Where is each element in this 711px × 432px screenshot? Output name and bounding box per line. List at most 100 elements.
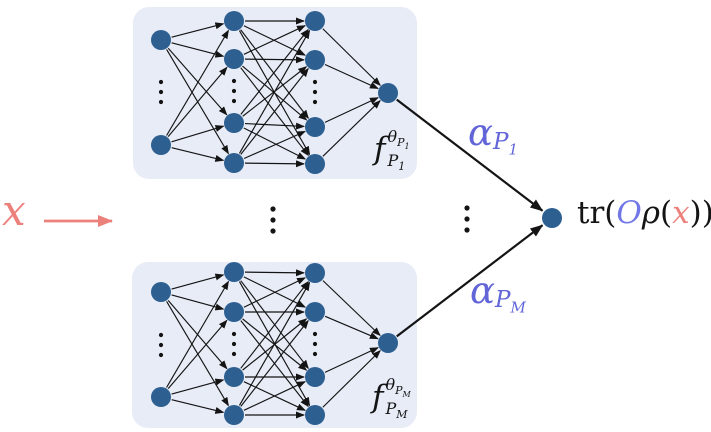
neuron-node	[151, 30, 171, 50]
edge-line	[167, 66, 228, 137]
edge-line	[171, 125, 225, 143]
ellipsis-dot	[158, 332, 164, 338]
edge-line	[171, 147, 225, 162]
rho-symbol: ρ	[641, 195, 661, 231]
alpha-pm-symbol: α	[470, 269, 495, 312]
ellipsis-dot	[312, 331, 318, 337]
ellipsis-dot	[464, 227, 470, 233]
neuron-node	[224, 49, 244, 69]
neuron-node	[224, 11, 244, 31]
ellipsis-dot	[270, 206, 276, 212]
neuron-node	[151, 282, 171, 302]
neuron-node	[305, 405, 325, 425]
edge-line	[243, 25, 306, 55]
edge-line	[322, 99, 381, 157]
edge-line	[171, 273, 225, 290]
neuron-node	[305, 367, 325, 387]
f-p1-base: f	[374, 131, 386, 168]
edge-line	[240, 28, 309, 115]
neuron-node	[151, 387, 171, 407]
edge-line	[322, 28, 381, 86]
f-p1-superscript: θP1	[387, 127, 410, 152]
edge-line	[243, 277, 306, 308]
input-x-symbol: x	[2, 186, 26, 235]
ellipsis-dot	[231, 88, 237, 94]
edge-line	[166, 29, 229, 136]
input-x-label: x	[2, 190, 26, 232]
ellipsis-dot	[158, 89, 164, 95]
ellipsis-dot	[158, 342, 164, 348]
alpha-pm-label: αPM	[470, 272, 526, 316]
ellipsis-dot	[464, 216, 470, 222]
neuron-node	[305, 154, 325, 174]
edge-line	[244, 122, 306, 130]
edge-line	[166, 280, 229, 388]
ellipsis-dot	[270, 217, 276, 223]
edge-line	[240, 319, 309, 407]
ellipsis-dot	[231, 341, 237, 347]
edge-line	[171, 399, 225, 414]
branch-output-node	[378, 83, 398, 103]
neuron-node	[305, 302, 325, 322]
edge-line	[240, 280, 309, 369]
alpha-p1-subscript: P1	[493, 129, 519, 159]
edge-line	[243, 381, 306, 411]
neuron-node	[224, 262, 244, 282]
edge-line	[324, 315, 379, 340]
neuron-node	[224, 405, 244, 425]
ellipsis-dot	[158, 99, 164, 105]
neuron-node	[224, 302, 244, 322]
neuron-node	[305, 50, 325, 70]
neuron-node	[224, 367, 244, 387]
f-pm-subscript: PM	[385, 399, 408, 422]
alpha-p1-label: αP1	[468, 114, 518, 158]
output-expression: tr(Oρ(x))	[577, 198, 711, 229]
edge-line	[167, 319, 228, 390]
neuron-node	[305, 263, 325, 283]
edge-line	[322, 350, 381, 408]
ellipsis-dot	[158, 79, 164, 85]
edge-line	[171, 22, 225, 38]
neuron-node	[151, 135, 171, 155]
output-x-symbol: x	[672, 195, 690, 231]
neuron-node	[224, 113, 244, 133]
ellipsis-dot	[231, 98, 237, 104]
edge-line	[167, 47, 228, 116]
edge-line	[171, 378, 225, 395]
branch-output-node	[378, 333, 398, 353]
edge-line	[324, 347, 379, 373]
ellipsis-dot	[312, 79, 318, 85]
ellipsis-dot	[270, 228, 276, 234]
ellipsis-dot	[312, 351, 318, 357]
alpha-pm-subscript: PM	[495, 287, 526, 317]
ellipsis-dot	[312, 89, 318, 95]
edge-line	[240, 29, 309, 120]
combined-output-node	[542, 208, 562, 228]
f-p1-subscript: P1	[387, 151, 406, 174]
f-pm-superscript: θPM	[385, 375, 411, 400]
edge-line	[238, 281, 311, 406]
ellipsis-dot	[158, 352, 164, 358]
ellipsis-dot	[312, 341, 318, 347]
f-pm-base: f	[372, 379, 384, 416]
edge-line	[244, 160, 306, 168]
edge-line	[324, 64, 379, 89]
edge-line	[244, 56, 306, 64]
neuron-node	[224, 153, 244, 173]
edge-line	[240, 67, 309, 155]
neuron-node	[305, 11, 325, 31]
edge-line	[166, 301, 229, 407]
ellipsis-dot	[231, 78, 237, 84]
rho-open-paren: (	[660, 195, 673, 231]
ellipsis-dot	[312, 99, 318, 105]
ellipsis-dot	[231, 351, 237, 357]
edge-line	[238, 29, 311, 154]
alpha-p1-symbol: α	[468, 111, 493, 154]
ellipsis-dot	[231, 331, 237, 337]
ellipsis-dot	[464, 205, 470, 211]
edge-line	[243, 127, 307, 160]
